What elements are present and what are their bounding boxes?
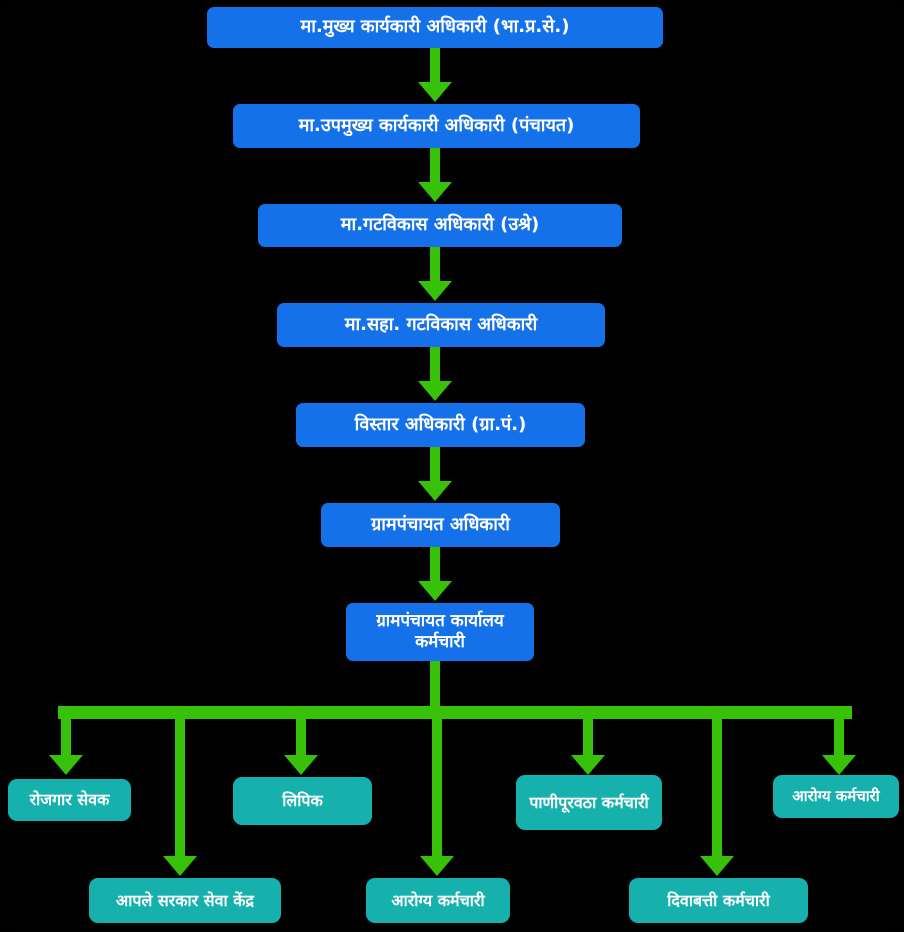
flow-arrow [420, 715, 454, 876]
flow-arrow [418, 447, 452, 501]
flow-arrow [822, 715, 856, 775]
flow-arrow [418, 247, 452, 301]
org-node-extension-officer: विस्तार अधिकारी (ग्रा.पं.) [296, 403, 585, 447]
org-node-assistant-block-development-officer: मा.सहा. गटविकास अधिकारी [277, 303, 605, 347]
flow-arrow [49, 715, 83, 775]
staff-node-lipik: लिपिक [233, 777, 372, 825]
org-node-chief-executive-officer: मा.मुख्य कार्यकारी अधिकारी (भा.प्र.से.) [207, 7, 663, 48]
flow-arrow [418, 148, 452, 202]
flow-arrow [418, 48, 452, 102]
staff-node-water-supply-worker: पाणीपूरवठा कर्मचारी [516, 775, 662, 830]
branch-bar [58, 706, 852, 719]
org-node-gram-panchayat-officer: ग्रामपंचायत अधिकारी [321, 503, 560, 547]
branch-stem [430, 661, 440, 712]
flow-arrow [418, 547, 452, 601]
staff-node-health-worker-right: आरोग्य कर्मचारी [773, 775, 899, 818]
flow-arrow [284, 715, 318, 775]
org-node-gram-panchayat-office-staff: ग्रामपंचायत कार्यालय कर्मचारी [346, 603, 534, 661]
org-node-block-development-officer: मा.गटविकास अधिकारी (उश्रे) [258, 204, 622, 247]
flow-arrow [418, 347, 452, 401]
flow-arrow [700, 715, 734, 876]
staff-node-aaple-sarkar-seva-kendra: आपले सरकार सेवा केंद्र [89, 878, 281, 923]
staff-node-rojgar-sevak: रोजगार सेवक [8, 779, 131, 821]
staff-node-health-worker-center: आरोग्य कर्मचारी [366, 878, 510, 923]
flow-arrow [571, 715, 605, 775]
org-node-deputy-chief-executive-officer: मा.उपमुख्य कार्यकारी अधिकारी (पंचायत) [233, 104, 640, 148]
staff-node-divabatti-worker: दिवाबत्ती कर्मचारी [629, 878, 808, 923]
flow-arrow [163, 715, 197, 876]
